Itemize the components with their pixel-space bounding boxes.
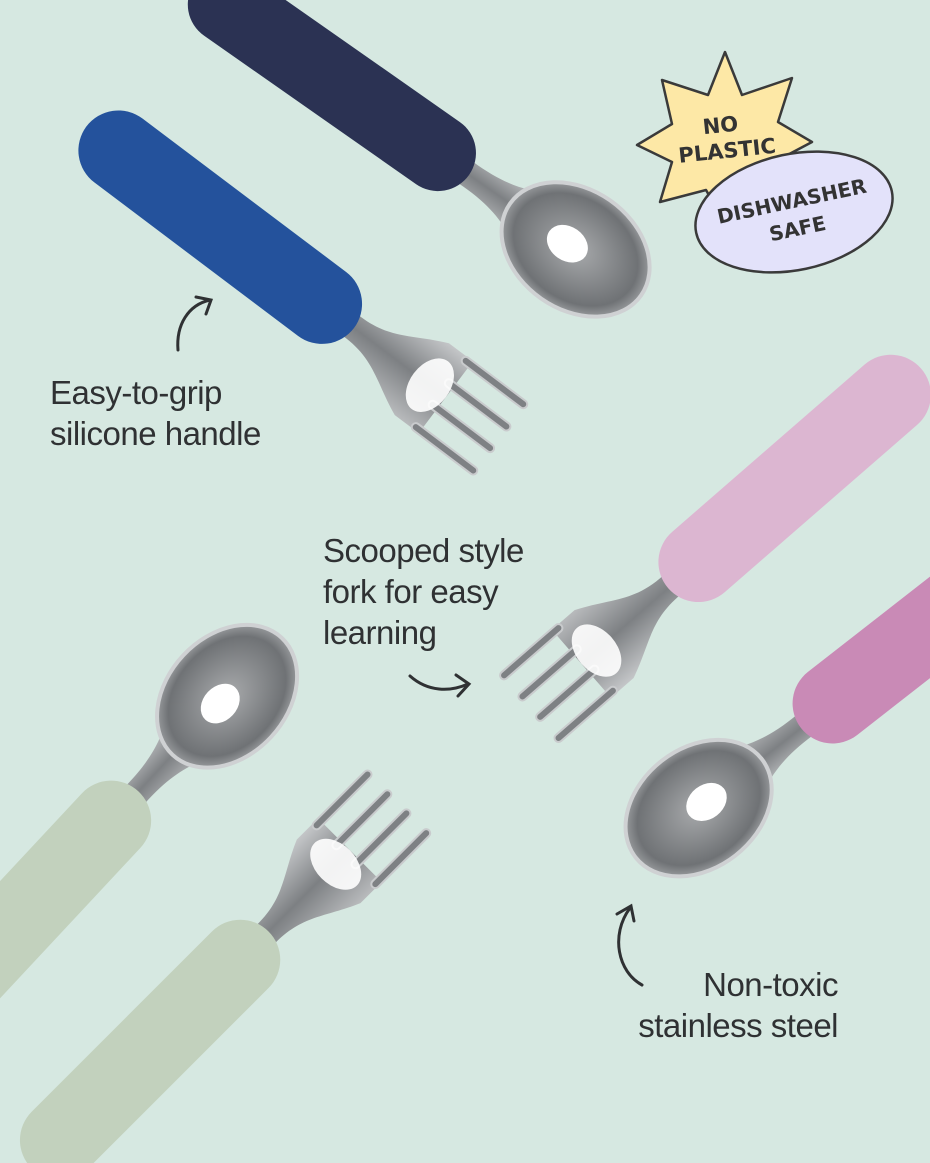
label-grip-line2: silicone handle (50, 415, 261, 452)
label-scooped-line3: learning (323, 614, 437, 651)
pink-fork (497, 354, 930, 745)
label-grip-line1: Easy-to-grip (50, 374, 222, 411)
label-scooped-line1: Scooped style (323, 532, 524, 569)
sage-spoon (0, 594, 328, 1048)
blue-fork (78, 110, 530, 478)
badge-no-plastic-line1: NO (702, 112, 740, 140)
label-grip: Easy-to-grip silicone handle (50, 372, 261, 454)
navy-spoon (187, 0, 678, 347)
label-steel: Non-toxic stainless steel (638, 964, 838, 1046)
label-scooped-line2: fork for easy (323, 573, 499, 610)
arrow-scooped-icon (408, 673, 472, 698)
sage-fork (19, 767, 433, 1163)
dishwasher-safe-badge: DISHWASHER SAFE (694, 150, 894, 274)
arrow-grip-icon (176, 295, 213, 352)
label-steel-line1: Non-toxic (703, 966, 838, 1003)
magenta-spoon (596, 506, 930, 907)
label-scooped: Scooped style fork for easy learning (323, 530, 524, 653)
arrow-steel-icon (615, 903, 644, 987)
label-steel-line2: stainless steel (638, 1007, 838, 1044)
